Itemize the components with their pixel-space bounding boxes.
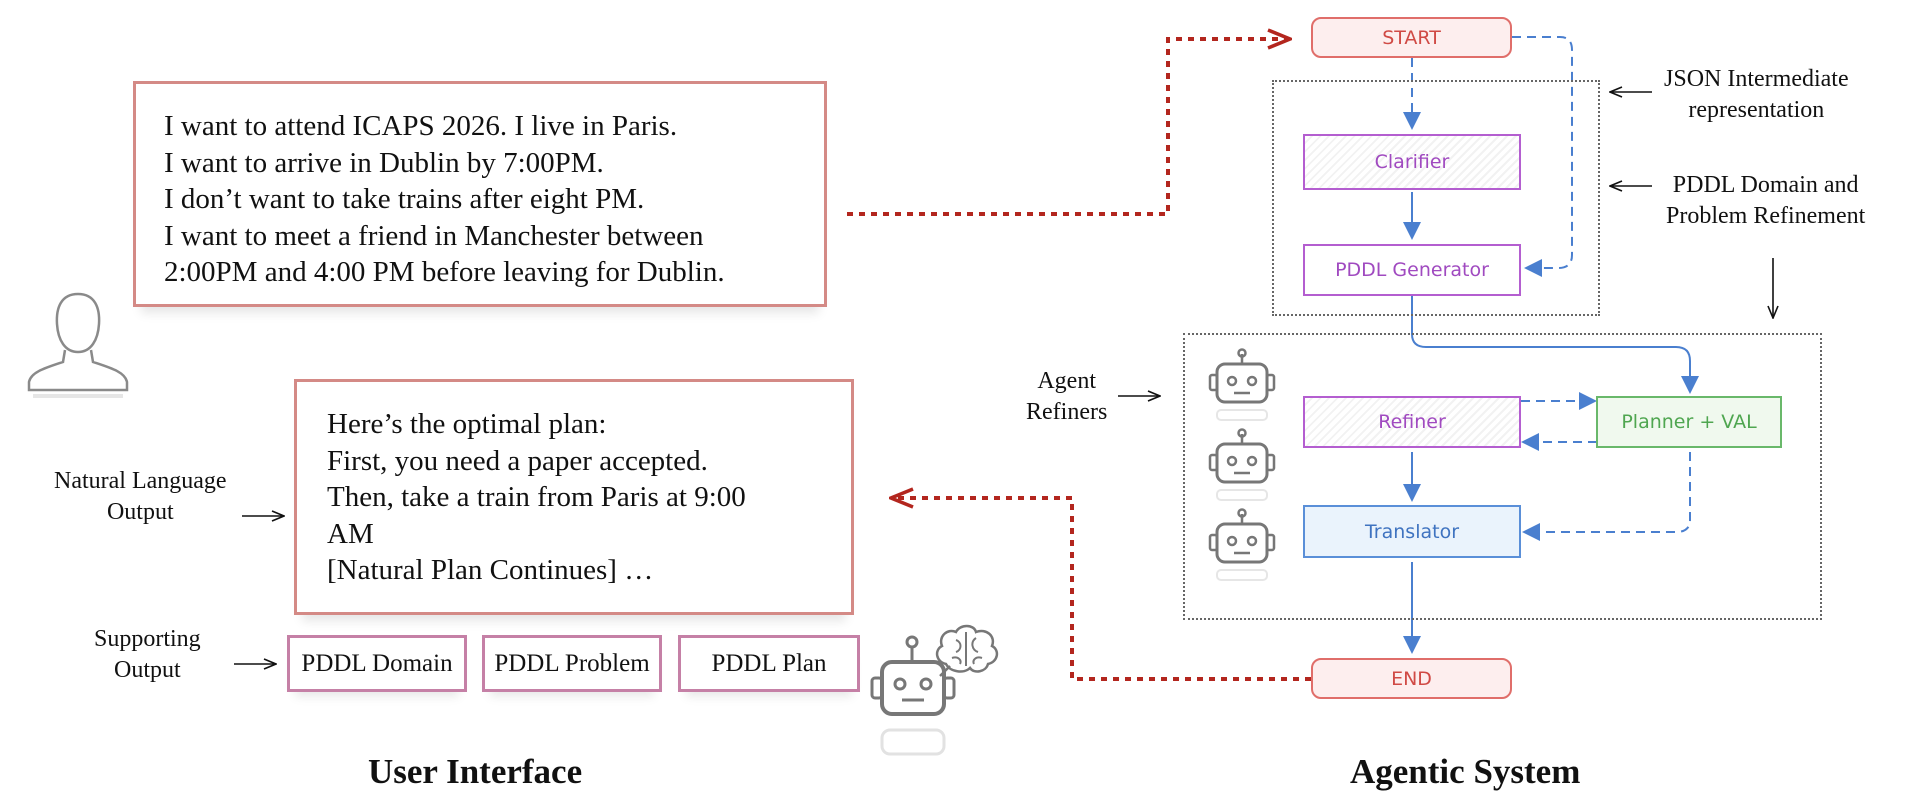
json-stage-frame (1272, 80, 1600, 316)
pddl-generator-node[interactable]: PDDL Generator (1303, 244, 1521, 296)
request-line: 2:00PM and 4:00 PM before leaving for Du… (164, 256, 725, 288)
agent-refiners-label: Agent Refiners (1026, 368, 1108, 425)
response-line: [Natural Plan Continues] … (327, 554, 654, 586)
request-line: I want to attend ICAPS 2026. I live in P… (164, 110, 678, 142)
request-line: I want to arrive in Dublin by 7:00PM. (164, 146, 604, 179)
request-line: I want to meet a friend in Manchester be… (164, 219, 704, 252)
robot-icon (1208, 348, 1276, 581)
response-line: AM (327, 517, 374, 550)
json-intermediate-label: JSON Intermediate representation (1664, 66, 1849, 123)
natural-language-output-label: Natural Language Output (54, 468, 227, 525)
agentic-system-title: Agentic System (1350, 752, 1581, 791)
response-line: Here’s the optimal plan: (327, 408, 607, 440)
start-node[interactable]: START (1311, 17, 1512, 58)
user-icon (27, 292, 129, 398)
supporting-output-label: Supporting Output (94, 626, 201, 683)
generator-to-planner-arrow (1411, 296, 1699, 394)
end-node[interactable]: END (1311, 658, 1512, 699)
request-to-start-arrow (847, 39, 1290, 216)
translator-node[interactable]: Translator (1303, 505, 1521, 558)
clarifier-node[interactable]: Clarifier (1303, 134, 1521, 190)
planner-to-translator-arrow (1522, 452, 1691, 541)
response-line: First, you need a paper accepted. (327, 444, 708, 477)
request-line: I don’t want to take trains after eight … (164, 183, 645, 215)
user-request-box: I want to attend ICAPS 2026. I live in P… (133, 81, 827, 307)
response-line: Then, take a train from Paris at 9:00 (327, 481, 746, 513)
pddl-plan-output[interactable]: PDDL Plan (678, 635, 860, 692)
user-interface-title: User Interface (368, 752, 583, 791)
planner-val-node[interactable]: Planner + VAL (1596, 396, 1782, 448)
brain-icon (935, 624, 999, 677)
refiner-node[interactable]: Refiner (1303, 396, 1521, 448)
plan-response-box: Here’s the optimal plan: First, you need… (294, 379, 854, 615)
end-to-response-arrow (891, 498, 1311, 681)
pddl-problem-output[interactable]: PDDL Problem (482, 635, 662, 692)
pddl-domain-output[interactable]: PDDL Domain (287, 635, 467, 692)
robot-icon (870, 635, 956, 756)
pddl-refinement-label: PDDL Domain and Problem Refinement (1666, 172, 1866, 229)
agent-refiners-frame (1183, 333, 1822, 620)
start-to-generator-arrow (1512, 36, 1573, 277)
